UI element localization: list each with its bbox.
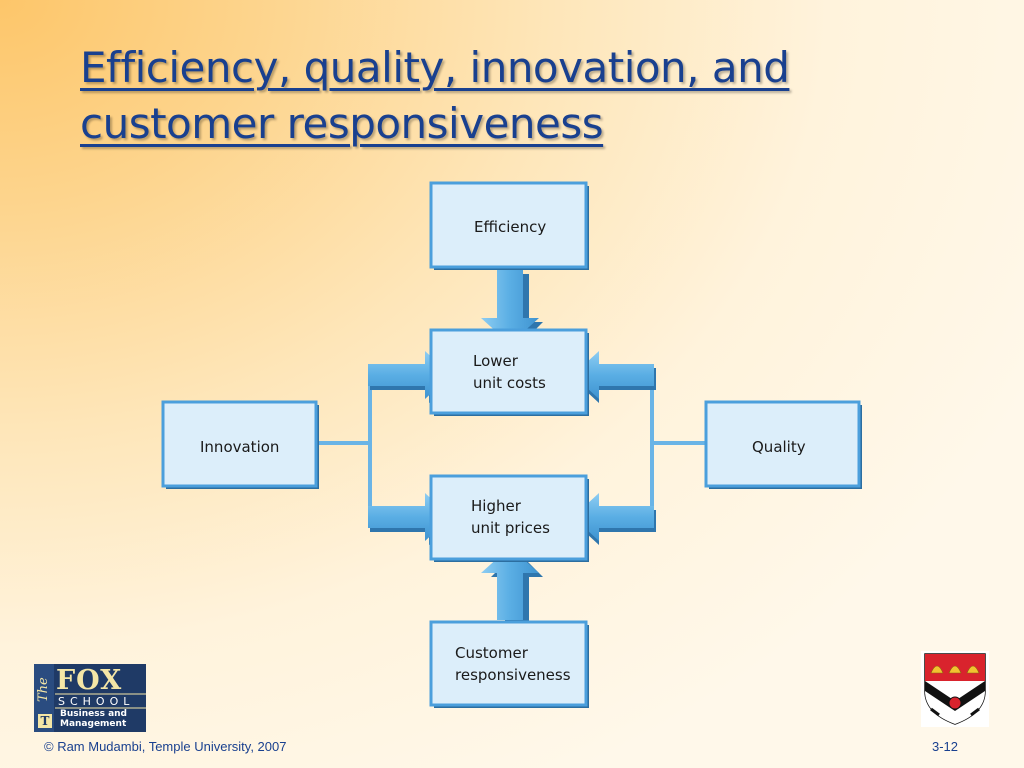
higher-unit-prices-label-line-1: Higher <box>471 497 522 515</box>
box-efficiency: Efficiency <box>429 181 589 270</box>
lower-unit-costs-label-line-2: unit costs <box>473 374 546 392</box>
quality-label: Quality <box>752 438 806 456</box>
slide-title: Efficiency, quality, innovation, and cus… <box>80 40 980 152</box>
arrow-left-icon <box>573 351 656 403</box>
fox-logo-school: SCHOOL <box>58 695 135 708</box>
arrow-up-icon <box>481 547 543 624</box>
slide-title-line-2: customer responsiveness <box>80 99 604 148</box>
fox-logo-tagline: Business and Management <box>60 709 127 729</box>
university-crest-icon <box>921 651 989 727</box>
fox-logo-name: FOX <box>56 665 123 696</box>
arrow-left-icon <box>573 493 656 545</box>
box-customer-responsiveness: Customer responsiveness <box>429 620 589 708</box>
footer-copyright: © Ram Mudambi, Temple University, 2007 <box>44 739 287 754</box>
box-quality: Quality <box>704 400 862 489</box>
box-lower-unit-costs: Lower unit costs <box>429 328 589 416</box>
fox-logo-script: The <box>36 677 51 703</box>
box-innovation: Innovation <box>161 400 319 489</box>
box-higher-unit-prices: Higher unit prices <box>429 474 589 562</box>
connector-lines <box>318 377 707 517</box>
innovation-label: Innovation <box>200 438 279 456</box>
arrows <box>368 270 656 624</box>
lower-unit-costs-label-line-1: Lower <box>473 352 519 370</box>
customer-responsiveness-label-line-1: Customer <box>455 644 529 662</box>
customer-responsiveness-label-line-2: responsiveness <box>455 666 571 684</box>
efficiency-label: Efficiency <box>474 218 546 236</box>
page-number: 3-12 <box>932 739 959 754</box>
temple-t-icon: T <box>38 714 52 728</box>
slide-title-line-1: Efficiency, quality, innovation, and <box>80 43 790 92</box>
higher-unit-prices-label-line-2: unit prices <box>471 519 550 537</box>
fox-school-logo: The FOX SCHOOL Business and Management T <box>34 664 146 732</box>
